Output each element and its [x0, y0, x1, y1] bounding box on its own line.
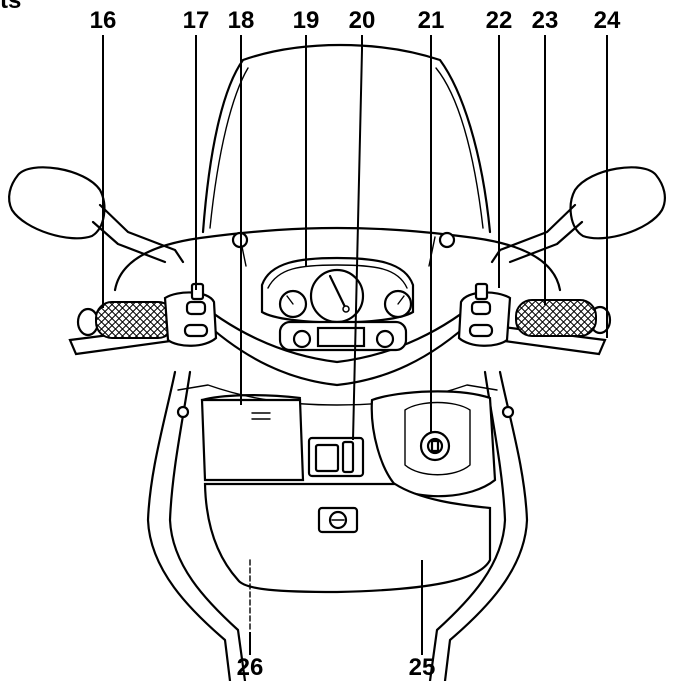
- left-handlebar: [68, 282, 218, 356]
- callout-18: 18: [228, 7, 255, 34]
- callout-26: 26: [237, 654, 264, 681]
- compartment-switch: [307, 436, 365, 478]
- ignition-panel: [370, 390, 497, 498]
- leader-lines: [102, 35, 608, 655]
- windscreen: [201, 43, 492, 234]
- callout-21: 21: [418, 7, 445, 34]
- right-handlebar: [457, 282, 612, 356]
- glovebox: [203, 482, 492, 631]
- left-mirror: [8, 166, 185, 264]
- callout-19: 19: [293, 7, 320, 34]
- header-fragment: ts: [0, 0, 21, 14]
- left-grip: [95, 301, 175, 339]
- front-compartment: [200, 394, 305, 482]
- left-switch-housing: [163, 291, 218, 347]
- callout-16: 16: [90, 7, 117, 34]
- callout-22: 22: [486, 7, 513, 34]
- left-switch-lever: [190, 282, 205, 301]
- instrument-cluster: [260, 256, 415, 352]
- throttle-grip: [515, 299, 597, 337]
- right-switch-housing: [457, 291, 512, 347]
- right-switch-lever: [474, 282, 489, 301]
- callout-23: 23: [532, 7, 559, 34]
- callout-24: 24: [594, 7, 621, 34]
- callout-20: 20: [349, 7, 376, 34]
- callout-17: 17: [183, 7, 210, 34]
- callout-25: 25: [409, 654, 436, 681]
